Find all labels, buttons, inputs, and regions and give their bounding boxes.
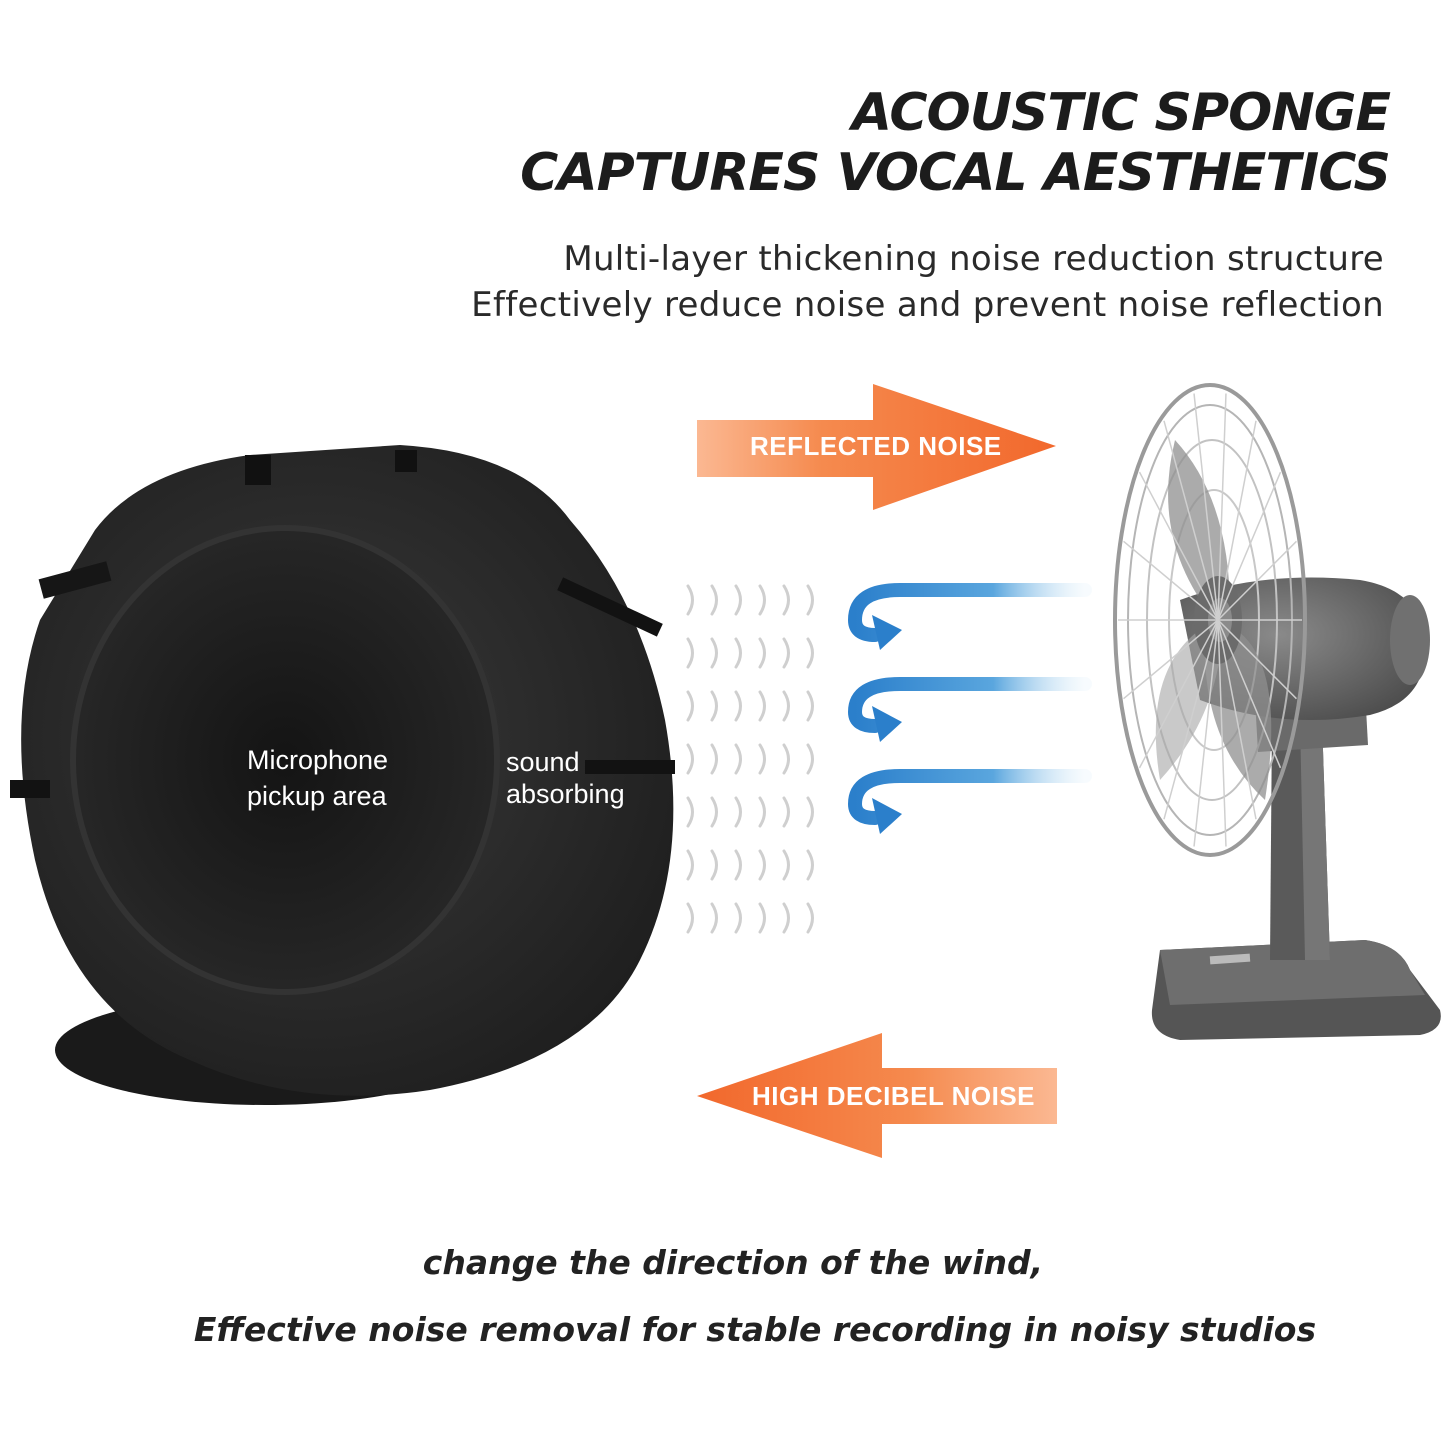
headline-line-2: CAPTURES VOCAL AESTHETICS	[520, 143, 1391, 203]
headline-line-1: ACOUSTIC SPONGE	[851, 83, 1391, 143]
fan-grill-spoke	[1123, 619, 1219, 700]
sound-wave-arc	[782, 637, 790, 669]
sound-wave-arc	[806, 743, 814, 775]
sound-wave-arc	[782, 743, 790, 775]
sound-wave-arc	[686, 743, 694, 775]
sound-wave-arc	[806, 690, 814, 722]
footer-line-2: Effective noise removal for stable recor…	[193, 1310, 1317, 1349]
fan-grill-spoke	[1217, 540, 1297, 621]
sound-wave-arc	[782, 849, 790, 881]
sound-wave-arc	[758, 584, 766, 616]
sound-wave-arc	[710, 849, 718, 881]
sound-wave-arc	[734, 584, 742, 616]
high-decibel-noise-label: HIGH DECIBEL NOISE	[752, 1081, 1036, 1111]
sound-wave-arc	[758, 849, 766, 881]
sound-wave-arc	[758, 796, 766, 828]
sound-wave-icon	[686, 584, 814, 934]
sound-wave-arc	[686, 796, 694, 828]
sound-wave-arc	[806, 849, 814, 881]
fan-grill-spoke	[1163, 619, 1219, 820]
sound-wave-arc	[806, 796, 814, 828]
sound-wave-arc	[782, 584, 790, 616]
sound-wave-arc	[710, 584, 718, 616]
sound-wave-arc	[734, 690, 742, 722]
fan-grill-spoke	[1193, 393, 1219, 621]
sound-wave-arc	[782, 690, 790, 722]
pickup-area-label-line-2: pickup area	[247, 781, 387, 811]
fan-grill-spoke	[1217, 619, 1282, 769]
pickup-area-label-line-1: Microphone	[247, 745, 389, 775]
subheadline-line-1: Multi-layer thickening noise reduction s…	[563, 239, 1384, 279]
fan-grill-spoke	[1217, 420, 1257, 621]
sound-wave-arc	[734, 637, 742, 669]
high-decibel-noise-arrow	[697, 1033, 1057, 1158]
fan-grill-spoke	[1217, 619, 1257, 820]
sound-wave-arc	[758, 902, 766, 934]
foam-inner-cavity	[73, 528, 497, 992]
sound-wave-arc	[734, 743, 742, 775]
electric-fan	[1113, 383, 1441, 1040]
sound-wave-arc	[806, 902, 814, 934]
sound-absorbing-label-line-1: sound	[506, 747, 580, 777]
sound-wave-arc	[758, 743, 766, 775]
sound-wave-arc	[710, 690, 718, 722]
deflect-arrow-icon	[847, 583, 1092, 834]
sound-wave-arc	[734, 902, 742, 934]
foam-windscreen	[10, 445, 675, 1105]
sound-wave-arc	[758, 637, 766, 669]
sound-wave-arc	[686, 584, 694, 616]
sound-wave-arc	[806, 584, 814, 616]
fan-grill-spoke	[1123, 540, 1219, 621]
sound-absorbing-label-line-2: absorbing	[506, 779, 625, 809]
sound-wave-arc	[710, 743, 718, 775]
sound-absorbing-label: sound absorbing	[506, 746, 625, 810]
fan-grill-spoke	[1217, 471, 1282, 621]
sound-wave-arc	[734, 796, 742, 828]
sound-wave-arc	[758, 690, 766, 722]
fan-grill-spoke	[1217, 393, 1227, 621]
pickup-area-label: Microphone pickup area	[247, 742, 388, 814]
reflected-noise-arrow	[697, 384, 1056, 510]
sound-wave-arc	[782, 796, 790, 828]
subheadline-line-2: Effectively reduce noise and prevent noi…	[471, 285, 1384, 325]
fan-grill-spoke	[1138, 471, 1219, 621]
fan-grill-spoke	[1193, 619, 1219, 847]
reflected-noise-label: REFLECTED NOISE	[750, 431, 1002, 461]
sound-wave-arc	[734, 849, 742, 881]
footer-line-1: change the direction of the wind,	[422, 1243, 1044, 1282]
fan-grill-spoke	[1217, 619, 1297, 700]
sound-wave-arc	[686, 902, 694, 934]
sound-wave-arc	[782, 902, 790, 934]
sound-wave-arc	[686, 637, 694, 669]
sound-wave-arc	[710, 902, 718, 934]
sound-wave-arc	[710, 796, 718, 828]
sound-wave-arc	[686, 690, 694, 722]
sound-wave-arc	[710, 637, 718, 669]
fan-grill-spoke	[1138, 619, 1219, 769]
fan-grill-spoke	[1163, 420, 1219, 621]
sound-wave-arc	[686, 849, 694, 881]
fan-grill-spoke	[1217, 619, 1227, 847]
sound-wave-arc	[806, 637, 814, 669]
